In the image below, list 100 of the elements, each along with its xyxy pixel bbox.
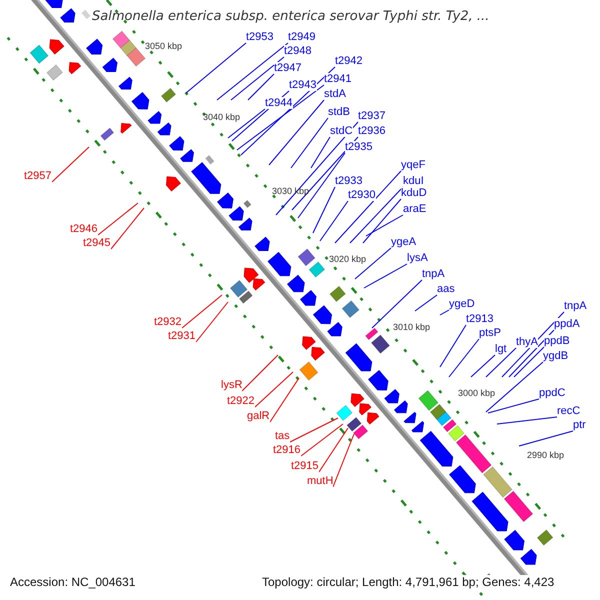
leader-line xyxy=(300,424,344,456)
leader-line xyxy=(362,198,402,244)
scale-label: 3000 kbp xyxy=(458,388,496,398)
leader-line xyxy=(518,430,574,446)
leader-line xyxy=(290,118,328,168)
scale-label: 3010 kbp xyxy=(393,322,430,332)
gene-label: tas xyxy=(275,430,290,442)
leader-line xyxy=(290,418,338,442)
gene-label: ygeA xyxy=(391,236,416,248)
gene-label: t2944 xyxy=(265,97,293,109)
gene-label: tnpA xyxy=(564,300,587,312)
gene-label: thyA xyxy=(516,336,538,348)
gene-label: lysA xyxy=(407,252,428,264)
leader-line xyxy=(216,42,288,100)
leader-line xyxy=(268,100,324,166)
gene-label: t2931 xyxy=(168,330,196,342)
leader-line xyxy=(364,264,408,288)
gene-label: tnpA xyxy=(422,268,445,280)
gene-label: yqeF xyxy=(401,159,426,171)
gene-label: stdB xyxy=(328,106,350,118)
leader-line xyxy=(242,354,278,392)
leader-line xyxy=(320,200,348,242)
leader-line xyxy=(236,84,324,150)
gene-label: araE xyxy=(403,203,426,215)
gene-label: t2922 xyxy=(227,395,255,407)
leader-line xyxy=(470,354,496,378)
leader-line xyxy=(354,248,392,280)
leader-line xyxy=(240,66,336,156)
gene-label: t2937 xyxy=(358,110,386,122)
gene-label: stdC xyxy=(330,125,353,137)
leader-line xyxy=(98,202,138,236)
leader-line xyxy=(486,348,516,378)
leader-line xyxy=(110,208,144,250)
leader-line xyxy=(318,428,348,472)
leader-line xyxy=(298,152,346,218)
gene-label: t2953 xyxy=(246,31,274,43)
leader-line xyxy=(230,56,284,100)
leader-line xyxy=(228,108,266,138)
gene-label: aas xyxy=(437,283,455,295)
footer-text: Accession: NC_004631 xyxy=(10,575,136,590)
leader-line xyxy=(440,310,450,316)
leader-line xyxy=(514,346,544,378)
gene-label: ygeD xyxy=(449,298,475,310)
leader-line xyxy=(502,312,564,378)
leader-line xyxy=(440,324,466,368)
leader-line xyxy=(248,74,274,100)
gene-label: ppdC xyxy=(539,387,566,399)
gene-label: kduI xyxy=(403,175,424,187)
leader-line xyxy=(276,122,358,216)
leader-line xyxy=(372,280,422,328)
gene-label: mutH xyxy=(307,475,334,487)
footer-text: Topology: circular; Length: 4,791,961 bp; Genes: 4,423 xyxy=(262,575,554,590)
leader-line xyxy=(292,136,358,210)
scale-label: 2990 kbp xyxy=(527,450,564,460)
gene-label: galR xyxy=(247,410,270,422)
gene-label: recC xyxy=(557,405,580,417)
gene-label: t2932 xyxy=(154,316,182,328)
gene-label: t2913 xyxy=(466,313,494,325)
scale-label: 3020 kbp xyxy=(329,254,366,264)
gene-label: t2933 xyxy=(335,175,363,187)
leader-line xyxy=(448,338,480,378)
leader-line xyxy=(310,136,330,168)
gene-label: t2915 xyxy=(291,460,319,472)
leader-line xyxy=(312,186,336,234)
gene-label: stdA xyxy=(324,88,346,100)
gene-label: t2947 xyxy=(274,62,302,74)
scale-label: 3040 kbp xyxy=(203,112,240,122)
gene-label: t2949 xyxy=(288,31,316,43)
leader-line xyxy=(350,186,404,244)
gene-label: t2916 xyxy=(273,444,301,456)
gene-label: ptsP xyxy=(479,327,502,339)
gene-label: ppdB xyxy=(544,335,570,347)
leader-line xyxy=(196,302,228,342)
leader-line xyxy=(486,362,544,412)
gene-label: t2930 xyxy=(348,189,376,201)
leader-line xyxy=(186,42,246,94)
leader-line xyxy=(52,146,90,182)
gene-label: t2942 xyxy=(335,55,363,67)
gene-label: ppdA xyxy=(554,318,580,330)
gene-label: ygdB xyxy=(543,350,568,362)
leader-line xyxy=(366,214,404,236)
leader-line xyxy=(182,294,222,328)
gene-label: t2943 xyxy=(289,79,317,91)
leader-line xyxy=(496,416,558,424)
gene-label: lysR xyxy=(221,379,242,391)
leader-line xyxy=(334,170,402,244)
leader-line xyxy=(414,294,438,312)
leader-line xyxy=(508,330,554,378)
title: Salmonella enterica subsp. enterica serovar Typhi str. Ty2, ... xyxy=(92,9,490,24)
leader-line xyxy=(332,434,354,488)
scale-label: 3050 kbp xyxy=(145,41,182,51)
gene-label: t2941 xyxy=(324,73,352,85)
gene-label: t2948 xyxy=(284,45,312,57)
gene-label: lgt xyxy=(495,343,507,355)
gene-label: kduD xyxy=(401,187,427,199)
leader-line xyxy=(270,378,300,422)
gene-label: t2946 xyxy=(70,223,98,235)
gene-label: ptr xyxy=(573,419,586,431)
gene-label: t2935 xyxy=(345,141,373,153)
gene-label: t2957 xyxy=(24,170,52,182)
